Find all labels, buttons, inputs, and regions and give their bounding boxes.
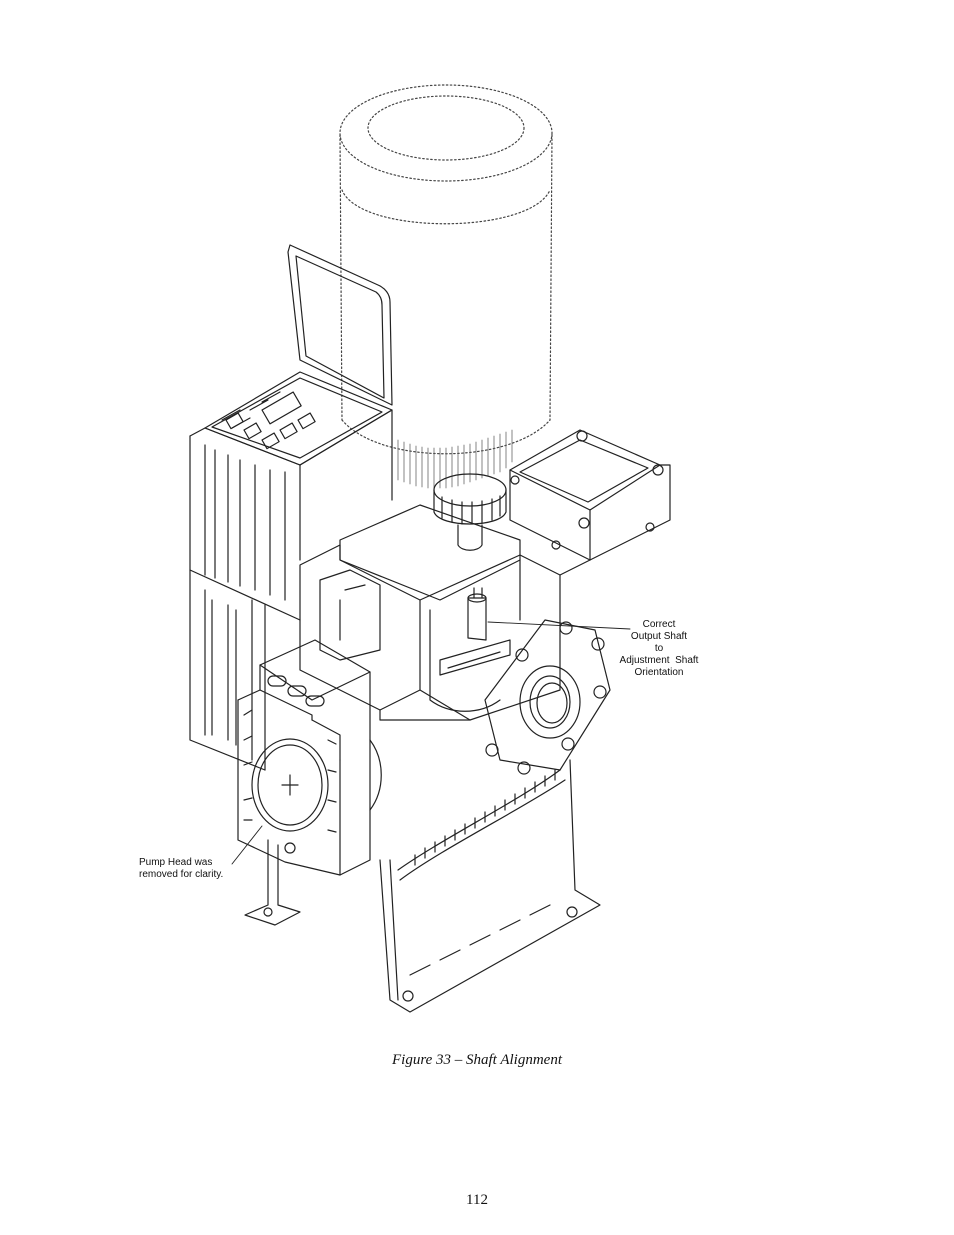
oil-fill-cap (433, 473, 507, 551)
callout-line: Correct (642, 619, 676, 630)
pump-head-callout: Pump Head was removed for clarity. (139, 857, 249, 881)
callout-line: to (654, 643, 664, 654)
controller-box (189, 371, 393, 771)
mounting-bracket-right (379, 759, 601, 1013)
mounting-bracket-left (244, 839, 301, 926)
motor-outline (339, 84, 553, 455)
page-number: 112 (466, 1192, 488, 1208)
callout-line: removed for clarity. (139, 869, 224, 880)
gearbox-body (299, 504, 561, 721)
controller-lid (287, 244, 393, 406)
callout-line: Output Shaft (630, 631, 688, 642)
motor-fins (397, 429, 513, 489)
callout-leaders (231, 621, 631, 865)
callout-line: Adjustment Shaft (619, 655, 699, 666)
output-flange (484, 619, 611, 775)
adjustment-shaft (439, 587, 511, 676)
figure-caption: Figure 33 – Shaft Alignment (392, 1052, 562, 1068)
liquid-end (237, 639, 382, 876)
callout-line: Orientation (634, 667, 684, 678)
shaft-orientation-callout: Correct Output Shaft to Adjustment Shaft… (604, 619, 714, 679)
terminal-box (509, 429, 671, 576)
callout-line: Pump Head was (139, 857, 213, 868)
